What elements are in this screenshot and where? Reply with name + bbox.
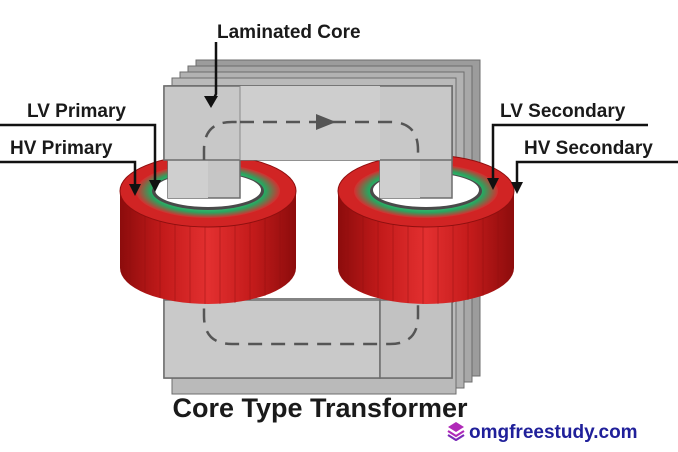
brand: omgfreestudy.com bbox=[446, 419, 638, 446]
leader-hv-primary bbox=[0, 160, 137, 188]
leader-lv-secondary bbox=[491, 123, 648, 182]
label-hv-primary: HV Primary bbox=[10, 138, 113, 159]
diagram-title: Core Type Transformer bbox=[172, 393, 468, 423]
label-laminated-core: Laminated Core bbox=[217, 22, 361, 43]
label-lv-primary: LV Primary bbox=[27, 101, 126, 122]
leader-lines bbox=[0, 42, 678, 196]
label-lv-secondary: LV Secondary bbox=[500, 101, 626, 122]
leader-hv-secondary bbox=[515, 160, 678, 186]
leader-lv-primary bbox=[0, 123, 157, 185]
label-hv-secondary: HV Secondary bbox=[524, 138, 653, 159]
brand-link[interactable]: omgfreestudy.com bbox=[469, 422, 638, 443]
logo-icon bbox=[446, 419, 466, 446]
